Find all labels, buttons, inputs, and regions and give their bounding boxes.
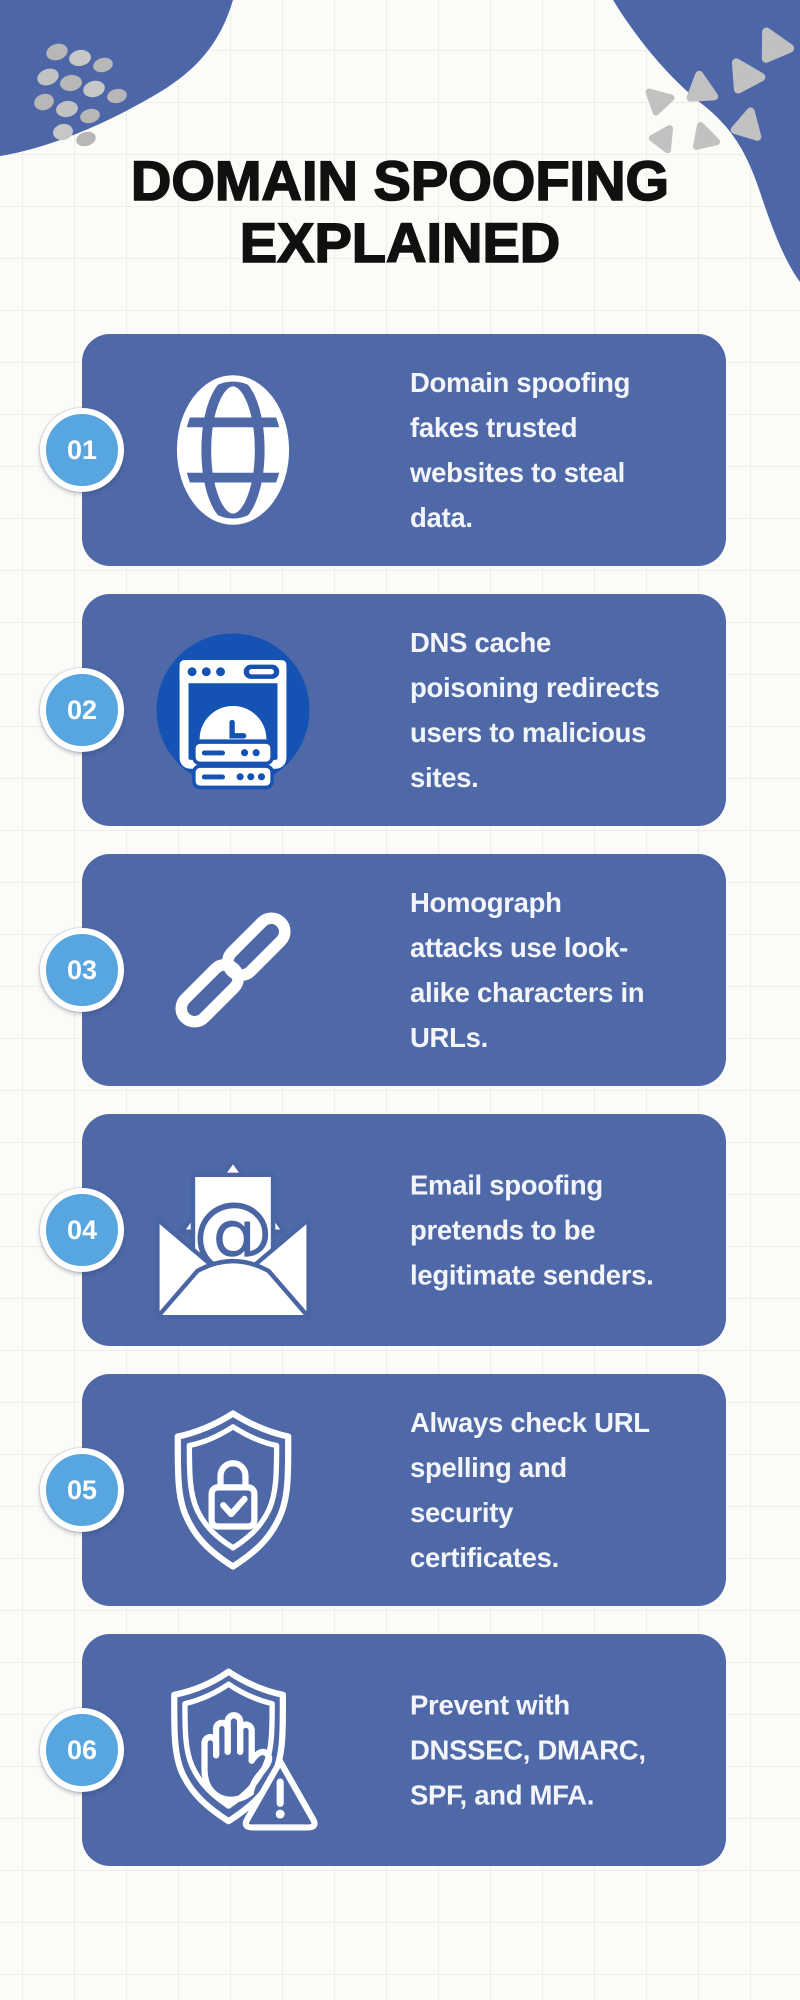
card-text: Homograph attacks use look- alike charac… bbox=[410, 887, 645, 1053]
chain-link-icon bbox=[144, 881, 322, 1059]
page-title: DOMAIN SPOOFING EXPLAINED bbox=[0, 149, 800, 275]
step-number-badge: 04 bbox=[40, 1188, 124, 1272]
card-text: Always check URL spelling and security c… bbox=[410, 1407, 650, 1573]
step-number: 02 bbox=[66, 694, 98, 725]
card-text: DNS cache poisoning redirects users to m… bbox=[410, 627, 660, 793]
step-number: 03 bbox=[66, 954, 98, 985]
browser-server-icon bbox=[144, 621, 322, 799]
triangle-dots-cluster bbox=[645, 27, 795, 154]
step-number-badge: 03 bbox=[40, 928, 124, 1012]
pebble-dots-cluster bbox=[34, 43, 127, 147]
card-text: Domain spoofing fakes trusted websites t… bbox=[410, 367, 631, 533]
step-number: 05 bbox=[66, 1474, 98, 1505]
card-text: Email spoofing pretends to be legitimate… bbox=[410, 1169, 654, 1291]
step-number-badge: 05 bbox=[40, 1448, 124, 1532]
card-text: Prevent with DNSSEC, DMARC, SPF, and MFA… bbox=[410, 1689, 646, 1811]
page-title-line1: DOMAIN SPOOFING bbox=[130, 149, 670, 213]
globe-icon bbox=[144, 361, 322, 539]
email-at-icon: @ bbox=[144, 1141, 322, 1319]
shield-lock-check-icon bbox=[144, 1401, 322, 1579]
page-title-line2: EXPLAINED bbox=[239, 211, 561, 275]
step-number-badge: 01 bbox=[40, 408, 124, 492]
card-03: 03 Homograph attacks use look- alike cha… bbox=[40, 854, 726, 1086]
step-number: 04 bbox=[66, 1214, 98, 1245]
card-04: 04 @ Email spoofing pretends to be legit… bbox=[40, 1114, 726, 1346]
card-05: 05 Always check URL spelling and securit… bbox=[40, 1374, 726, 1606]
step-number: 06 bbox=[66, 1734, 98, 1765]
step-number-badge: 06 bbox=[40, 1708, 124, 1792]
top-left-blob bbox=[0, 0, 233, 156]
card-06: 06 Prevent with DNSSEC, DMARC, SPF, and … bbox=[40, 1634, 726, 1866]
step-number: 01 bbox=[66, 434, 98, 465]
step-number-badge: 02 bbox=[40, 668, 124, 752]
shield-hand-warning-icon bbox=[144, 1661, 322, 1839]
card-02: 02 DNS cache poisoning redirects users bbox=[40, 594, 726, 826]
card-01: 01 Domain spoofing fakes trusted website… bbox=[40, 334, 726, 566]
